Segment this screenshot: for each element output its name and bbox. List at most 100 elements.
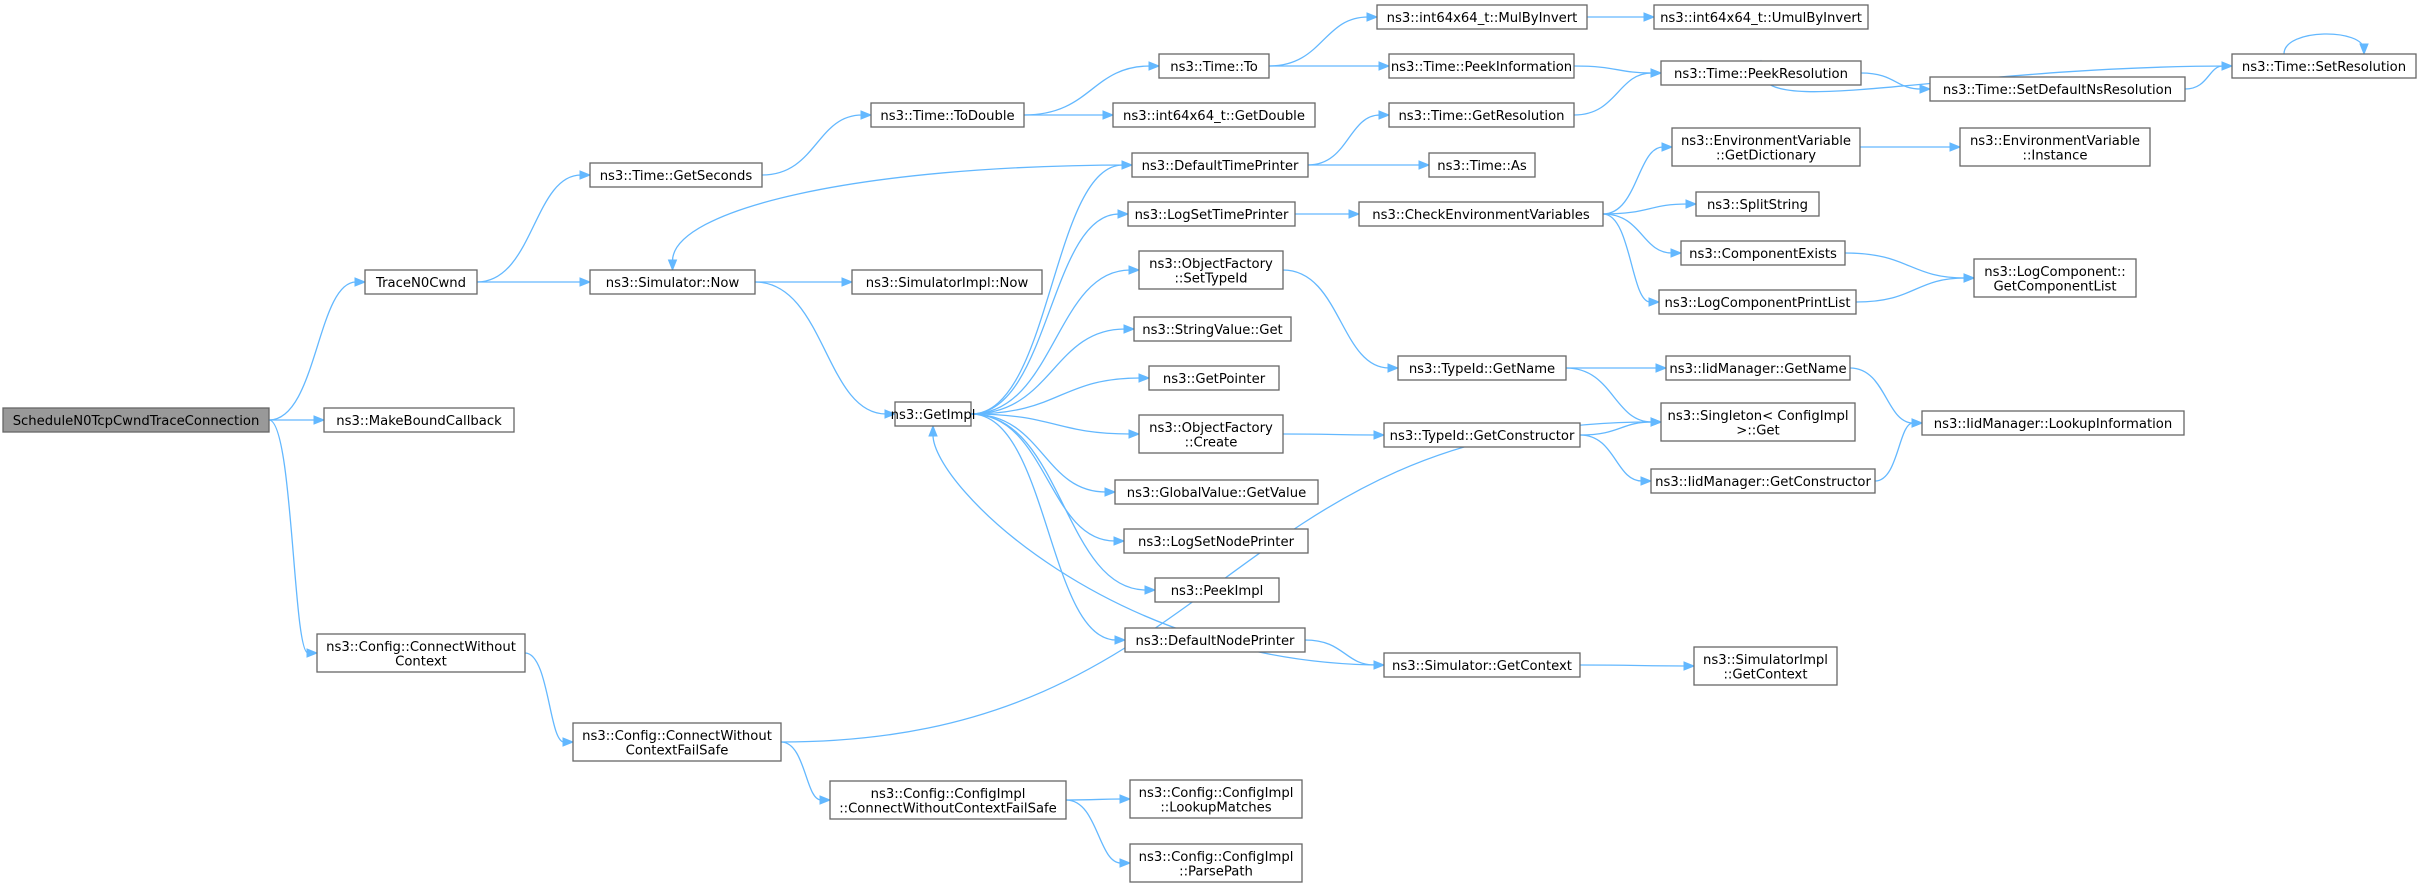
node-logstp[interactable]: ns3::LogSetTimePrinter (1127, 201, 1296, 227)
node-gvget[interactable]: ns3::GlobalValue::GetValue (1114, 479, 1319, 505)
node-box[interactable] (851, 269, 1043, 295)
edge-compexists-to-lcgetlist (1844, 252, 1976, 283)
node-box[interactable] (323, 407, 515, 433)
node-box[interactable] (1388, 102, 1575, 128)
node-box[interactable] (894, 401, 972, 427)
node-simnow[interactable]: ns3::Simulator::Now (589, 269, 756, 295)
node-checkenv[interactable]: ns3::CheckEnvironmentVariables (1358, 201, 1604, 227)
node-compexists[interactable]: ns3::ComponentExists (1680, 240, 1846, 266)
node-box[interactable] (1695, 191, 1820, 217)
node-envinst[interactable]: ns3::EnvironmentVariable::Instance (1959, 127, 2151, 167)
node-box[interactable] (1129, 843, 1303, 883)
node-box[interactable] (1658, 289, 1857, 315)
node-setres[interactable]: ns3::Time::SetResolution (2231, 53, 2417, 79)
node-box[interactable] (1131, 152, 1309, 178)
node-peekres[interactable]: ns3::Time::PeekResolution (1660, 60, 1862, 86)
node-i64getdouble[interactable]: ns3::int64x64_t::GetDouble (1112, 102, 1316, 128)
node-tidgetname[interactable]: ns3::TypeId::GetName (1397, 355, 1567, 381)
node-box[interactable] (1973, 258, 2137, 298)
node-box[interactable] (2, 407, 270, 433)
node-box[interactable] (1114, 479, 1319, 505)
node-tidgetctor[interactable]: ns3::TypeId::GetConstructor (1383, 422, 1581, 448)
node-box[interactable] (1665, 355, 1851, 381)
node-mulbyinv[interactable]: ns3::int64x64_t::MulByInvert (1376, 4, 1588, 30)
node-mkbound[interactable]: ns3::MakeBoundCallback (323, 407, 515, 433)
node-ofcreate[interactable]: ns3::ObjectFactory::Create (1138, 414, 1284, 454)
edge-deftp-to-timeas (1308, 160, 1431, 170)
node-box[interactable] (1358, 201, 1604, 227)
edge-tidgetname-to-singleton (1565, 367, 1663, 427)
node-box[interactable] (1138, 414, 1284, 454)
node-simimplctx[interactable]: ns3::SimulatorImpl::GetContext (1693, 646, 1838, 686)
node-logsnp[interactable]: ns3::LogSetNodePrinter (1123, 528, 1309, 554)
node-box[interactable] (2231, 53, 2417, 79)
node-getsec[interactable]: ns3::Time::GetSeconds (589, 162, 763, 188)
node-box[interactable] (589, 162, 763, 188)
node-iidgetname[interactable]: ns3::IidManager::GetName (1665, 355, 1851, 381)
node-iidgetctor[interactable]: ns3::IidManager::GetConstructor (1650, 468, 1876, 494)
node-getres[interactable]: ns3::Time::GetResolution (1388, 102, 1575, 128)
node-box[interactable] (1653, 4, 1869, 30)
node-box[interactable] (870, 102, 1025, 128)
node-box[interactable] (1154, 577, 1280, 603)
node-simgetctx[interactable]: ns3::Simulator::GetContext (1383, 652, 1581, 678)
node-ofsettype[interactable]: ns3::ObjectFactory::SetTypeId (1138, 250, 1284, 290)
node-getimpl[interactable]: ns3::GetImpl (891, 401, 976, 427)
node-box[interactable] (1124, 627, 1306, 653)
node-box[interactable] (1158, 53, 1270, 79)
node-box[interactable] (1376, 4, 1588, 30)
node-box[interactable] (1660, 60, 1862, 86)
node-trace[interactable]: TraceN0Cwnd (364, 269, 478, 295)
edge-iidgetname-to-iidlookup (1849, 367, 1924, 428)
node-box[interactable] (829, 780, 1067, 820)
node-setdefns[interactable]: ns3::Time::SetDefaultNsResolution (1929, 76, 2186, 102)
node-root[interactable]: ScheduleN0TcpCwndTraceConnection (2, 407, 270, 433)
node-box[interactable] (1959, 127, 2151, 167)
node-box[interactable] (1397, 355, 1567, 381)
node-timeto[interactable]: ns3::Time::To (1158, 53, 1270, 79)
node-box[interactable] (572, 722, 782, 762)
node-box[interactable] (1123, 528, 1309, 554)
node-lcgetlist[interactable]: ns3::LogComponent::GetComponentList (1973, 258, 2137, 298)
node-box[interactable] (1650, 468, 1876, 494)
node-lookupm[interactable]: ns3::Config::ConfigImpl::LookupMatches (1129, 779, 1303, 819)
node-peekimpl[interactable]: ns3::PeekImpl (1154, 577, 1280, 603)
node-box[interactable] (1112, 102, 1316, 128)
node-logcpl[interactable]: ns3::LogComponentPrintList (1658, 289, 1857, 315)
node-box[interactable] (316, 633, 526, 673)
node-box[interactable] (1428, 152, 1536, 178)
node-box[interactable] (1693, 646, 1838, 686)
node-envdict[interactable]: ns3::EnvironmentVariable::GetDictionary (1671, 127, 1861, 167)
node-timeas[interactable]: ns3::Time::As (1428, 152, 1536, 178)
node-deftp[interactable]: ns3::DefaultTimePrinter (1131, 152, 1309, 178)
node-singleton[interactable]: ns3::Singleton< ConfigImpl >::Get (1660, 402, 1856, 442)
node-splitstr[interactable]: ns3::SplitString (1695, 191, 1820, 217)
node-box[interactable] (1127, 201, 1296, 227)
node-getptr[interactable]: ns3::GetPointer (1148, 365, 1280, 391)
node-box[interactable] (1138, 250, 1284, 290)
node-cfgconn[interactable]: ns3::Config::ConnectWithoutContext (316, 633, 526, 673)
node-simimplnow[interactable]: ns3::SimulatorImpl::Now (851, 269, 1043, 295)
node-box[interactable] (1671, 127, 1861, 167)
node-cfgfs[interactable]: ns3::Config::ConnectWithoutContextFailSa… (572, 722, 782, 762)
node-defnp[interactable]: ns3::DefaultNodePrinter (1124, 627, 1306, 653)
node-box[interactable] (1680, 240, 1846, 266)
node-box[interactable] (1388, 53, 1575, 79)
node-iidlookup[interactable]: ns3::IidManager::LookupInformation (1921, 410, 2185, 436)
node-box[interactable] (589, 269, 756, 295)
node-box[interactable] (1921, 410, 2185, 436)
node-todouble[interactable]: ns3::Time::ToDouble (870, 102, 1025, 128)
node-box[interactable] (1383, 422, 1581, 448)
node-box[interactable] (364, 269, 478, 295)
node-box[interactable] (1660, 402, 1856, 442)
node-umul[interactable]: ns3::int64x64_t::UmulByInvert (1653, 4, 1869, 30)
node-peekinfo[interactable]: ns3::Time::PeekInformation (1388, 53, 1575, 79)
node-box[interactable] (1929, 76, 2186, 102)
node-strget[interactable]: ns3::StringValue::Get (1133, 316, 1292, 342)
node-cfgimplfs[interactable]: ns3::Config::ConfigImpl::ConnectWithoutC… (829, 780, 1067, 820)
node-box[interactable] (1383, 652, 1581, 678)
node-box[interactable] (1148, 365, 1280, 391)
node-parsepath[interactable]: ns3::Config::ConfigImpl::ParsePath (1129, 843, 1303, 883)
node-box[interactable] (1133, 316, 1292, 342)
node-box[interactable] (1129, 779, 1303, 819)
